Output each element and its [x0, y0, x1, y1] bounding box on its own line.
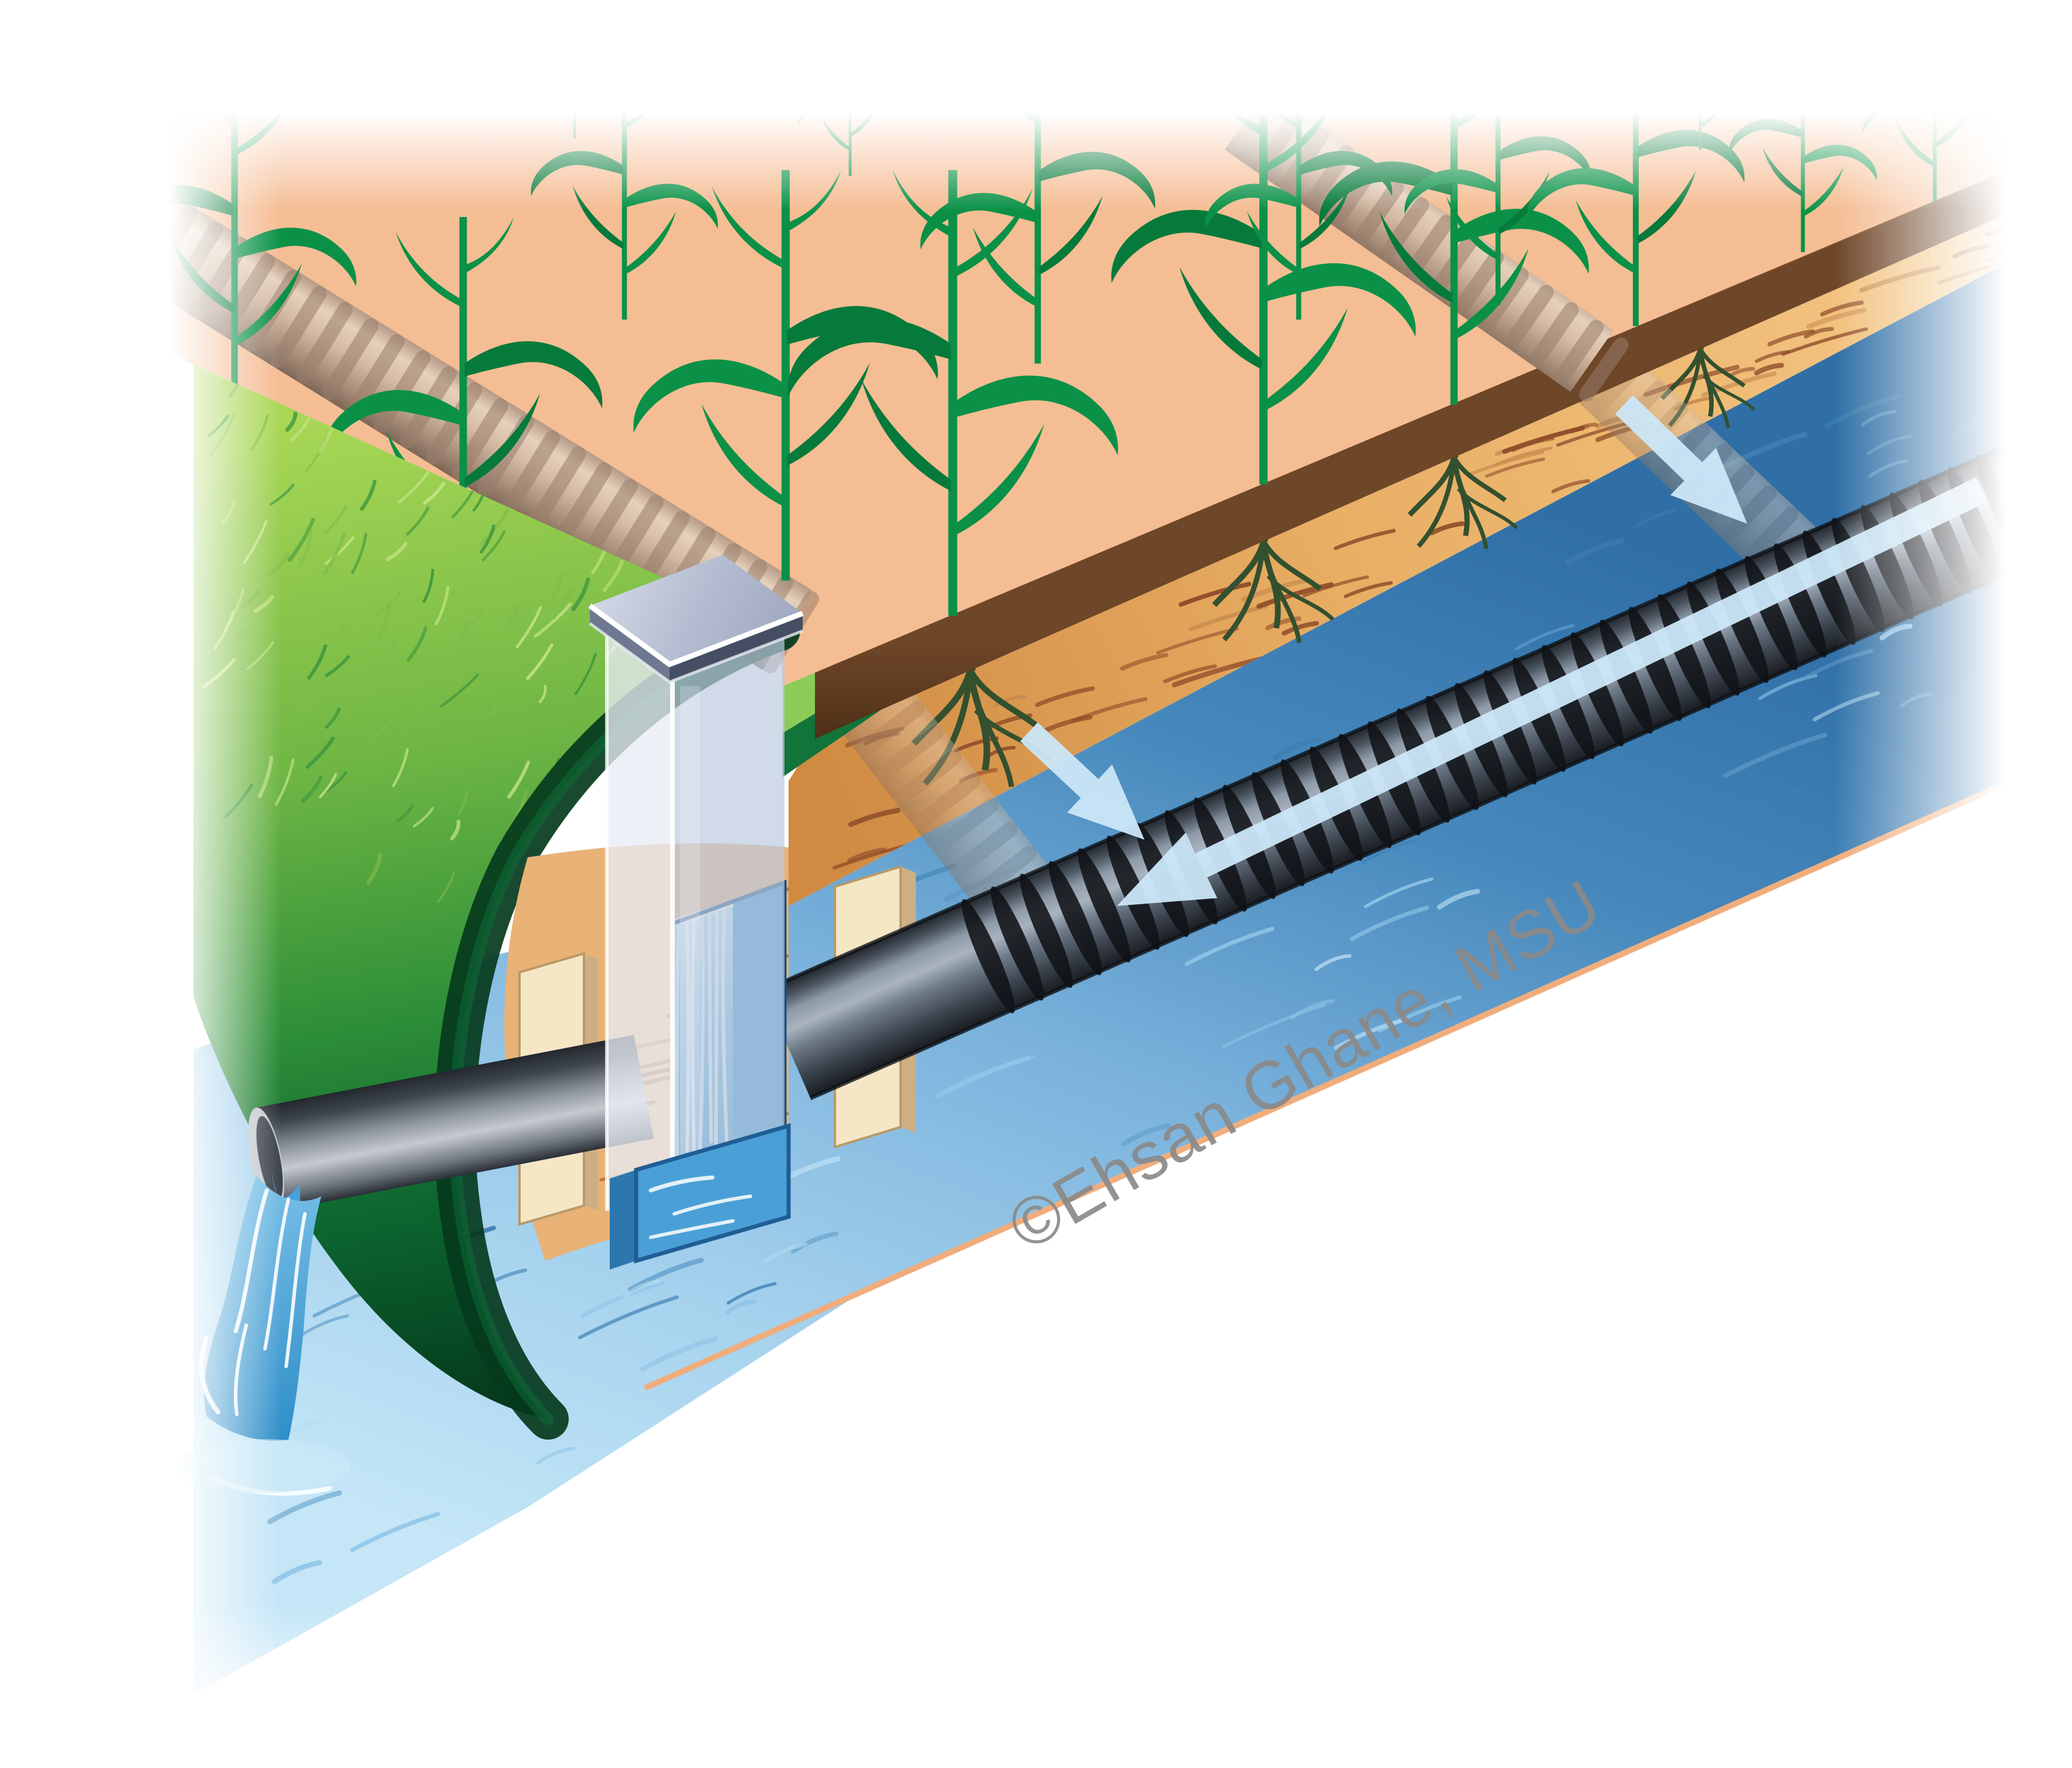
pipe-rib — [555, 463, 612, 545]
pipe-rib — [607, 494, 664, 577]
pipe-rib — [990, 886, 1044, 1001]
pipe-rib — [1020, 873, 1073, 988]
flow-arrows — [1020, 395, 1988, 906]
pipe-rib — [1479, 267, 1529, 332]
outlet-chamber — [610, 1123, 791, 1270]
ditch-edge-line — [643, 751, 2072, 1391]
fade-left — [0, 0, 281, 1768]
pipe-rib — [968, 846, 1037, 902]
pipe-rib — [1078, 848, 1131, 963]
pipe-rib — [425, 382, 483, 464]
structure-body-left-face — [607, 632, 672, 1211]
pipe-rib — [1721, 485, 1777, 542]
pipe-rib — [1579, 337, 1629, 402]
pipe-rib — [931, 798, 1000, 854]
flow-arrow-icon — [1020, 722, 1144, 840]
pipe-rib — [1744, 506, 1799, 564]
pipe-rib — [1657, 594, 1711, 708]
pipe-rib — [912, 773, 981, 830]
control-structure — [588, 555, 804, 1270]
pipe-rib — [348, 334, 405, 416]
pipe-rib — [1686, 581, 1740, 696]
pipe-rib — [875, 725, 944, 782]
pipe-rib — [296, 302, 353, 384]
pipe-rib — [962, 899, 1015, 1013]
pipe-rib — [1048, 861, 1102, 975]
pipe-rib — [1504, 284, 1554, 349]
groundwater-body — [193, 229, 2072, 1695]
pipe-rib — [1379, 197, 1429, 262]
pipe-rib — [1599, 619, 1653, 734]
subsoil-face — [789, 185, 2072, 906]
pipe-rib — [1529, 302, 1579, 367]
pipe-rib — [894, 749, 962, 806]
pipe-rib — [1454, 250, 1504, 314]
pipe-rib — [857, 701, 925, 758]
pipe-rib — [949, 822, 1018, 878]
flow-arrow-icon — [1615, 395, 1747, 524]
fade-top — [0, 0, 2072, 211]
pipe-rib — [529, 446, 586, 529]
structure-cap — [588, 555, 804, 684]
pipe-rib — [1628, 606, 1682, 721]
structure-body-front-face — [672, 629, 784, 1190]
pipe-rib — [581, 479, 638, 561]
pipe-rib — [1554, 320, 1604, 385]
fade-right — [1835, 0, 2072, 1768]
pipe-rib — [503, 430, 561, 513]
flow-arrow-icon — [1117, 477, 1988, 906]
pipe-rib — [322, 318, 379, 401]
pipe-rib — [270, 286, 327, 368]
fade-bottom — [0, 1607, 2072, 1768]
